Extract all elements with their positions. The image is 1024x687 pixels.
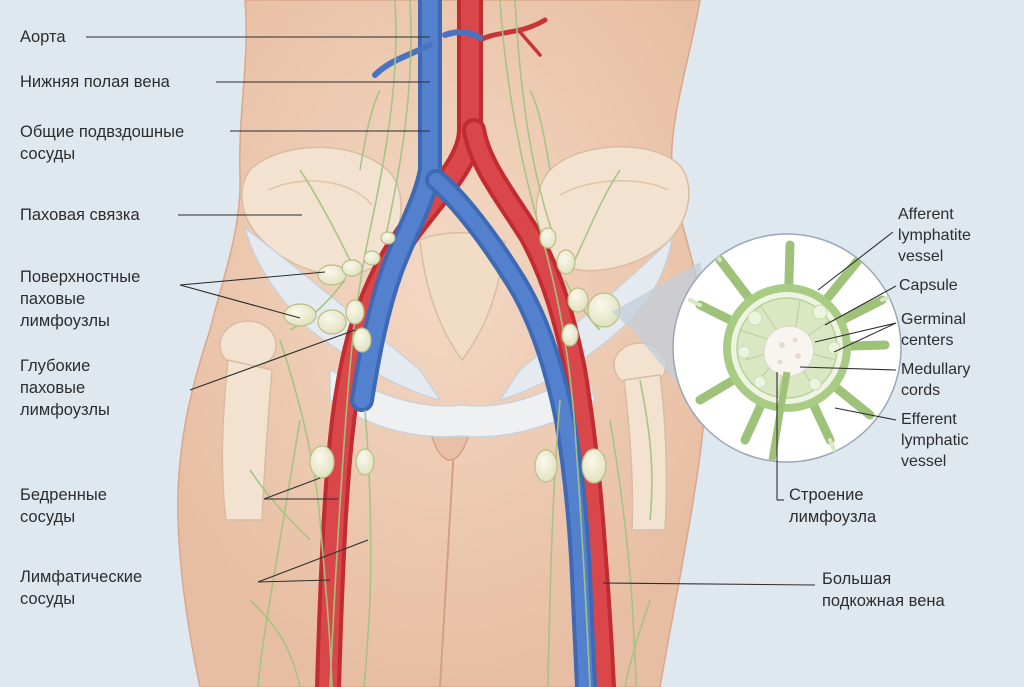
label-aorta: Аорта <box>20 28 66 46</box>
label-femoral-vessels: Бедренные сосуды <box>20 486 107 526</box>
label-efferent-vessel: Efferent lymphatic vessel <box>901 411 969 470</box>
leader-lines-left <box>86 36 430 583</box>
label-germinal-centers: Germinal centers <box>901 311 966 349</box>
label-superficial-inguinal-nodes: Поверхностные паховые лимфоузлы <box>20 268 141 330</box>
label-deep-inguinal-nodes: Глубокие паховые лимфоузлы <box>20 357 110 419</box>
pelvis-bone <box>219 146 690 531</box>
label-inguinal-ligament: Паховая связка <box>20 206 140 224</box>
vein <box>350 0 597 687</box>
label-capsule: Capsule <box>899 277 958 294</box>
label-medullary-cords: Medullary cords <box>901 361 971 399</box>
label-afferent-vessel: Afferent lymphatite vessel <box>898 206 971 265</box>
lymph-nodes <box>283 227 621 484</box>
label-node-structure: Строение лимфоузла <box>789 486 877 526</box>
leader-lines-right <box>602 231 897 586</box>
label-inferior-vena-cava: Нижняя полая вена <box>20 73 170 91</box>
label-lymphatic-vessels: Лимфатические сосуды <box>20 568 143 608</box>
label-great-saphenous-vein: Большая подкожная вена <box>822 570 945 610</box>
label-common-iliac-vessels: Общие подвздошные сосуды <box>20 123 185 163</box>
lymph-node-inset <box>672 233 902 463</box>
